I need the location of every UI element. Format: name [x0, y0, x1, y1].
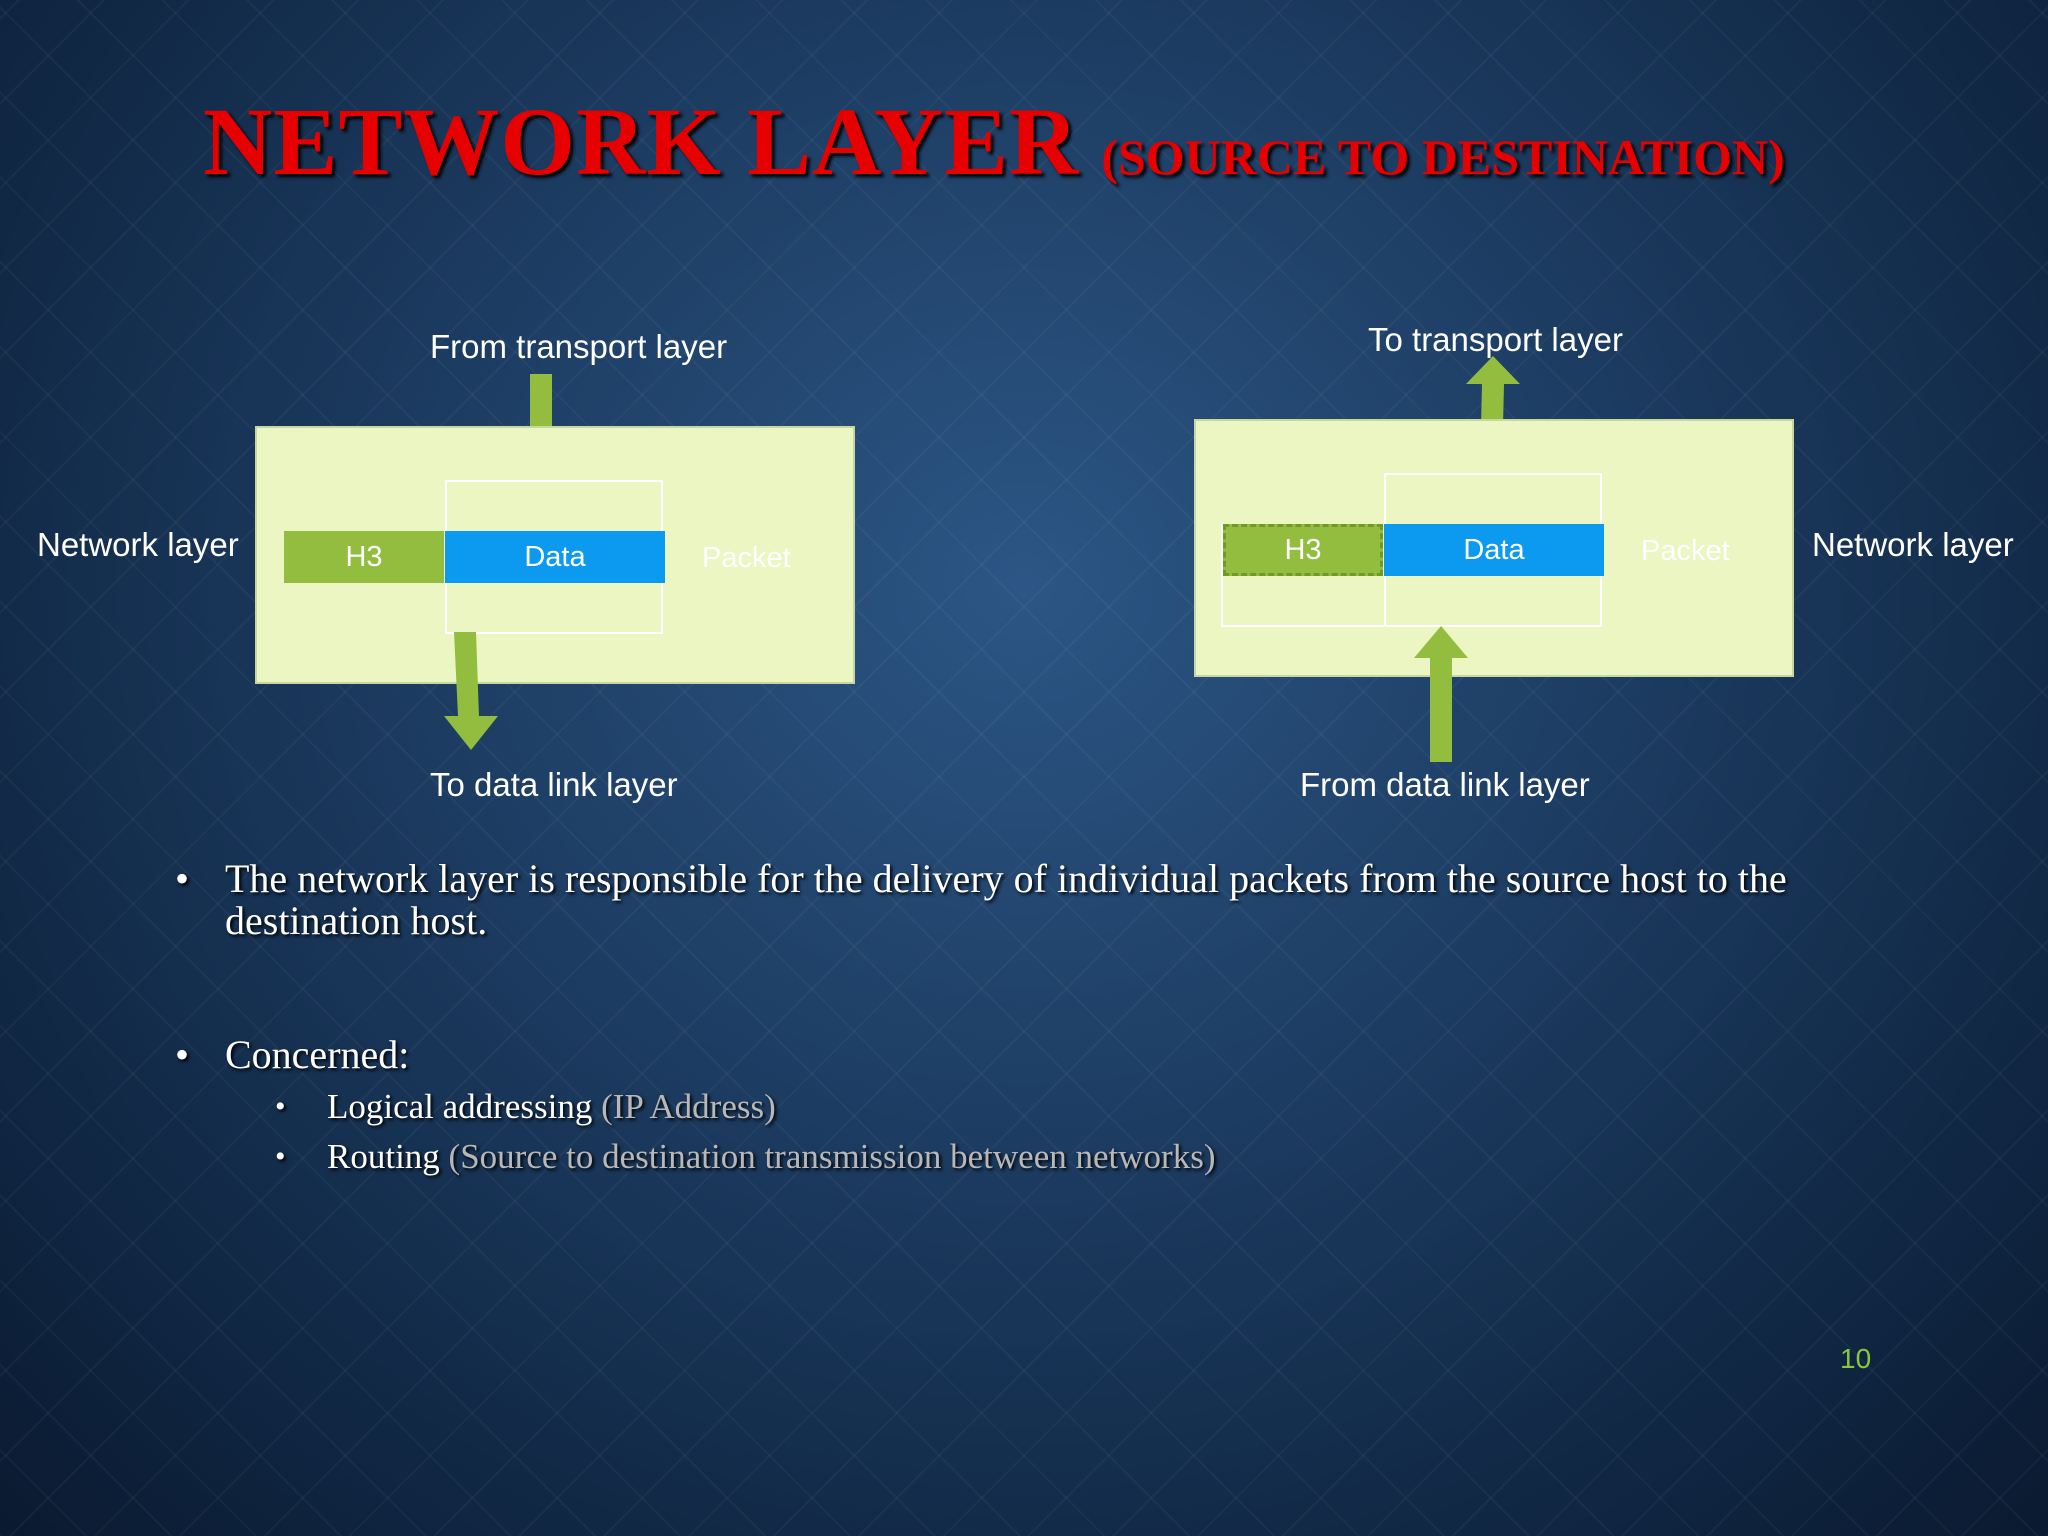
left-bottom-label: To data link layer [430, 766, 678, 803]
data-block: Data [1384, 524, 1604, 576]
title-subtitle: (SOURCE TO DESTINATION) [1101, 129, 1785, 185]
up-arrow-icon [1414, 626, 1468, 762]
bullet-dot: • [175, 856, 190, 901]
up-arrow-icon [1466, 356, 1520, 468]
left-top-label: From transport layer [430, 328, 728, 365]
right-side-label: Network layer [1812, 526, 2014, 563]
right-bottom-label: From data link layer [1300, 766, 1590, 803]
sub-bullet-item: • Routing (Source to destination transmi… [175, 1132, 1875, 1182]
page-number: 10 [1840, 1343, 1872, 1374]
packet-label: Packet [702, 542, 791, 574]
bullet-dot: • [275, 1140, 286, 1173]
bullet-list: • The network layer is responsible for t… [175, 858, 1875, 1182]
h3-header: H3 [1223, 524, 1383, 576]
bullet-dot: • [275, 1090, 286, 1123]
packet-label: Packet [1641, 535, 1730, 567]
data-block: Data [445, 531, 665, 583]
title-main: NETWORK LAYER [203, 88, 1080, 195]
down-arrow-icon [444, 632, 498, 750]
bullet-item: • The network layer is responsible for t… [175, 858, 1885, 942]
right-packet-panel: H3 Data Packet [1194, 419, 1794, 677]
bullet-text: The network layer is responsible for the… [225, 856, 1787, 943]
h3-header: H3 [284, 531, 444, 583]
left-side-label: Network layer [37, 526, 239, 563]
bullet-dot: • [175, 1032, 190, 1077]
sub-bullet-text: Routing [327, 1137, 440, 1176]
sub-bullet-note: (IP Address) [601, 1087, 776, 1126]
sub-bullet-text: Logical addressing [327, 1087, 593, 1126]
slide-title: NETWORK LAYER (SOURCE TO DESTINATION) [203, 86, 1785, 197]
right-top-label: To transport layer [1368, 321, 1623, 358]
sub-bullet-item: • Logical addressing (IP Address) [175, 1082, 1875, 1132]
left-packet-panel: H3 Data Packet [255, 426, 855, 684]
sub-bullet-note: (Source to destination transmission betw… [448, 1137, 1216, 1176]
bullet-item: • Concerned: [175, 1034, 1875, 1076]
bullet-text: Concerned: [225, 1032, 410, 1077]
